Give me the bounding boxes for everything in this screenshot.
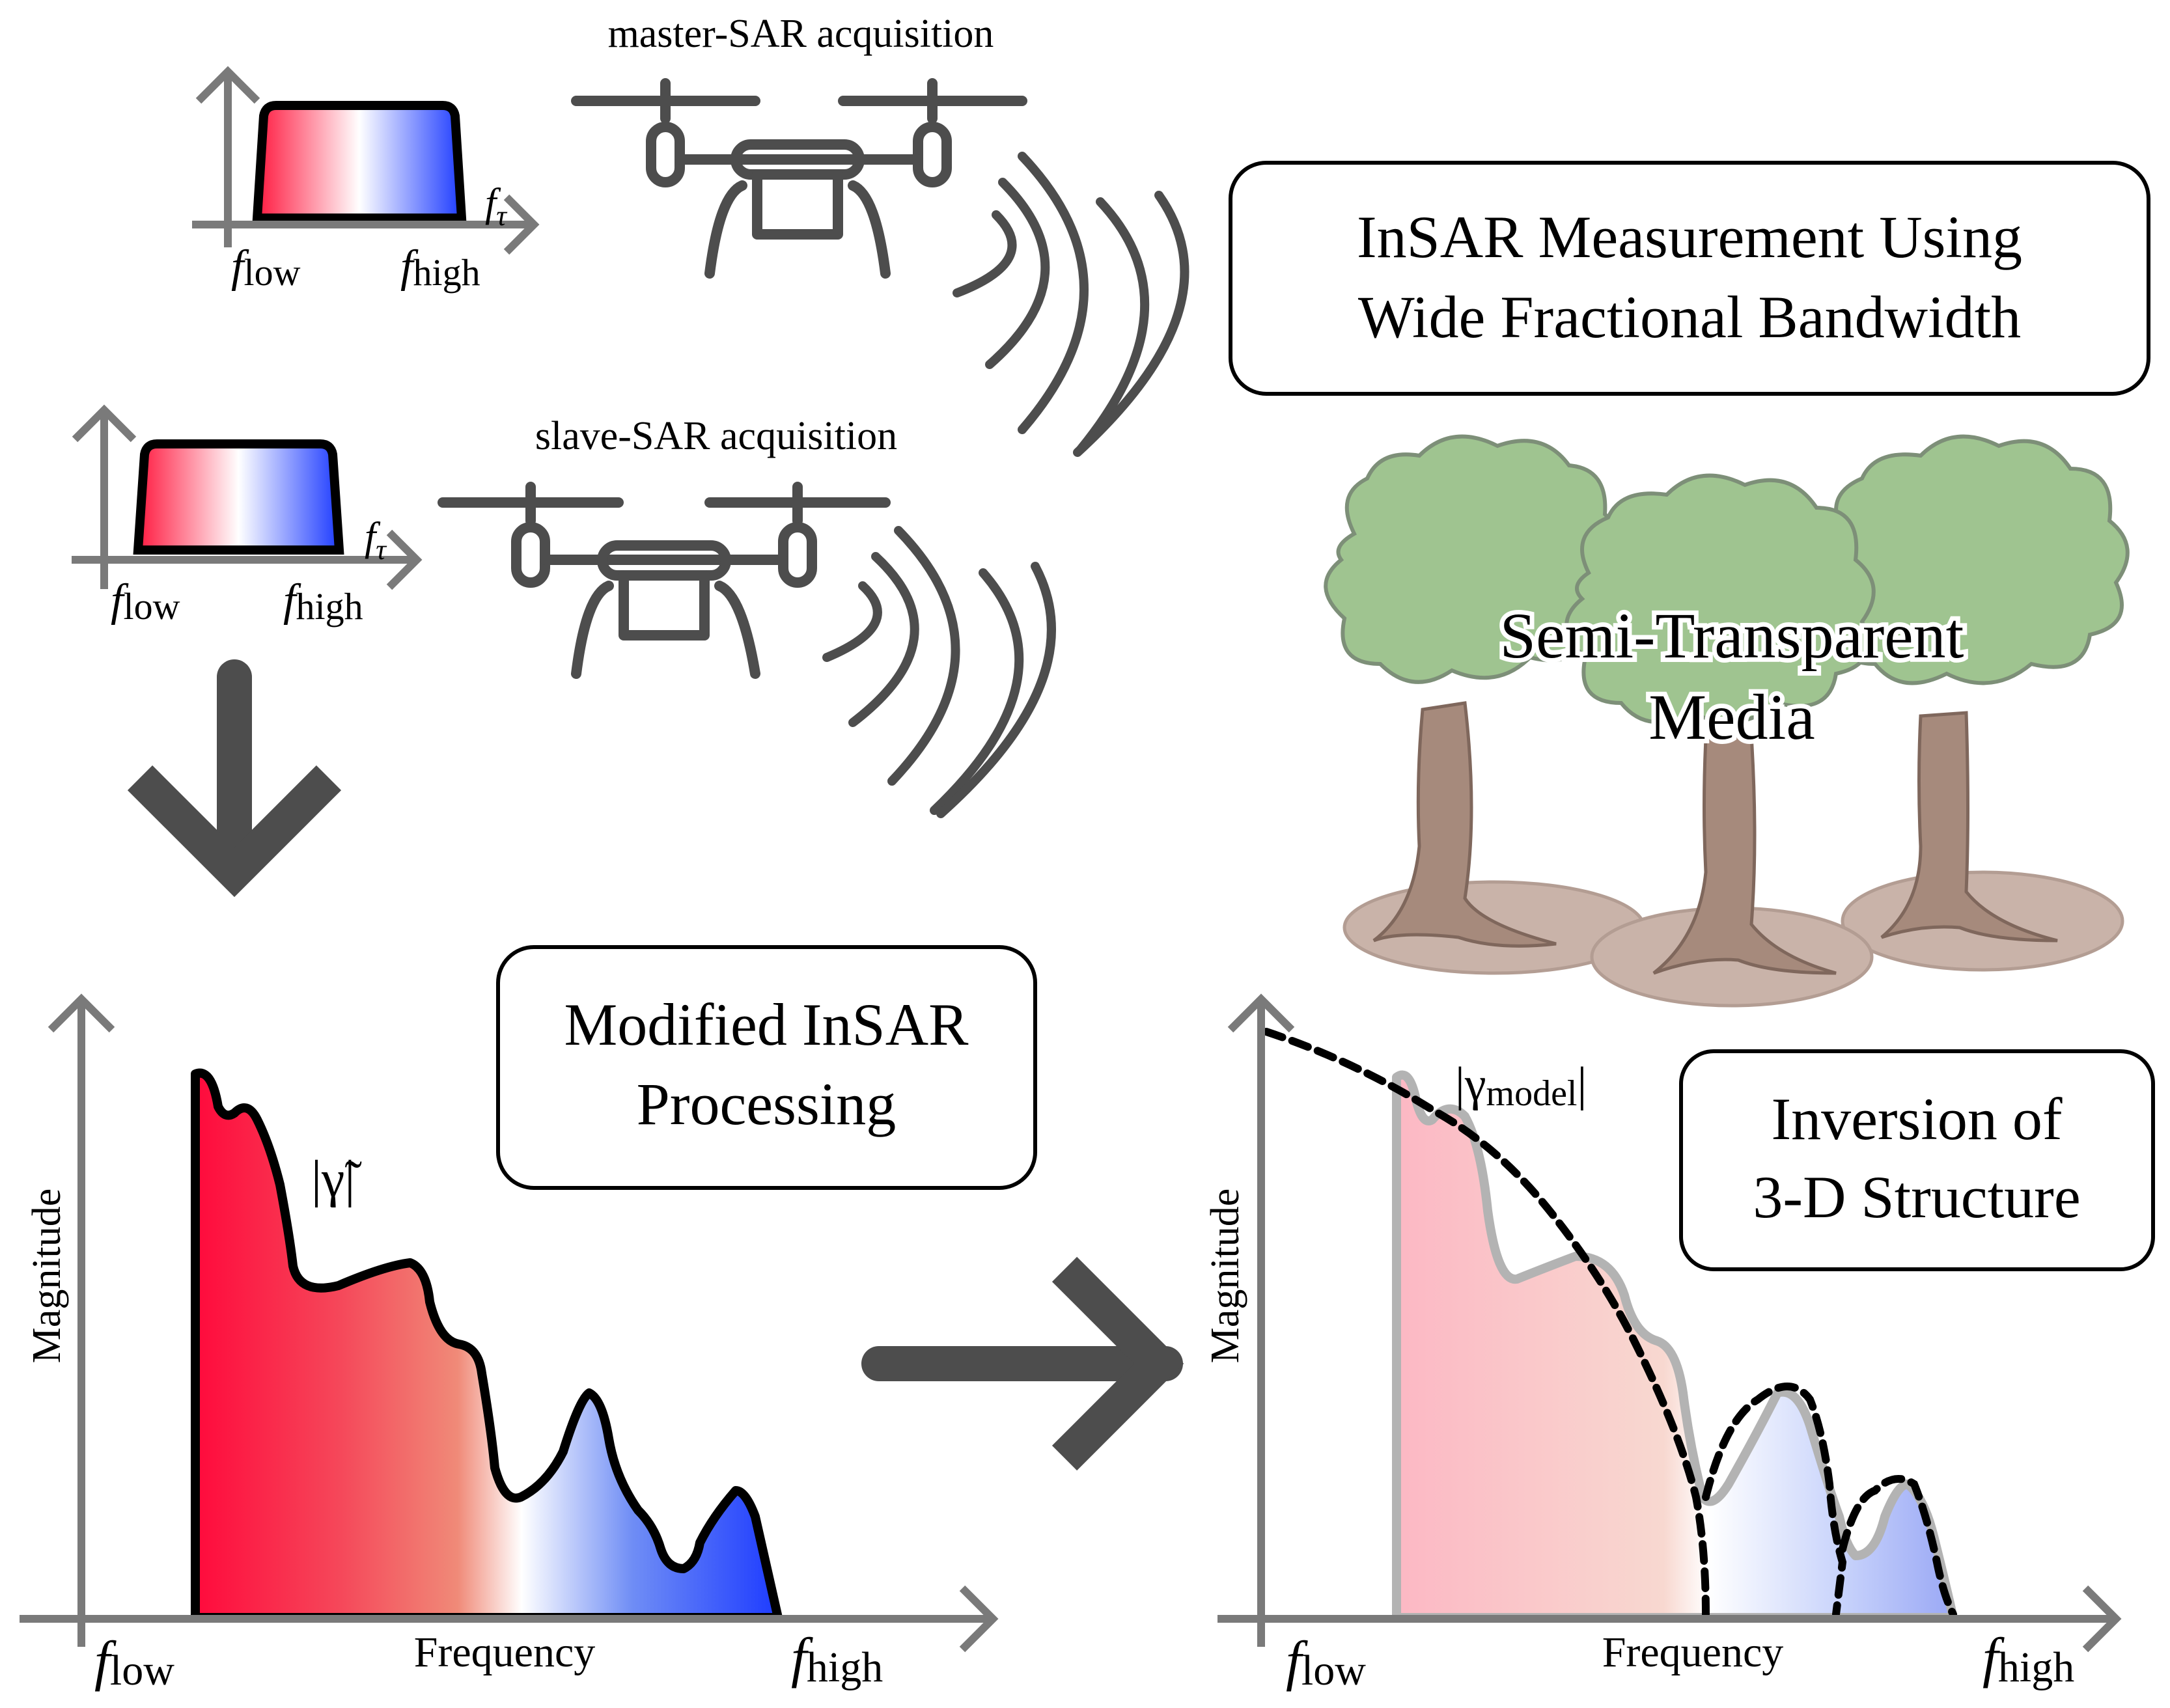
right-plot-y-arrow	[1227, 993, 1295, 1033]
svg-text:fτ: fτ	[485, 181, 508, 232]
master-spectrum-x-arrow	[503, 194, 540, 255]
measurement-box: InSAR Measurement Using Wide Fractional …	[1229, 161, 2150, 396]
right-plot-ylabel: Magnitude	[1203, 1189, 1247, 1364]
slave-acquisition-label: slave-SAR acquisition	[535, 414, 897, 458]
left-plot: Magnitude Frequency flow fhigh |γ̃|	[20, 993, 999, 1694]
tree-2	[1565, 473, 1876, 975]
trees-illustration: Semi-Transparent Media	[1324, 434, 2130, 1008]
tree-3	[1818, 434, 2130, 943]
right-plot-measured-curve	[1392, 1070, 1958, 1622]
svg-text:flow: flow	[94, 1629, 174, 1694]
processing-box-line1: Modified InSAR	[564, 991, 969, 1058]
left-plot-curve	[191, 1068, 783, 1622]
master-fhigh-sub: high	[413, 251, 480, 294]
inversion-box-line1: Inversion of	[1771, 1086, 2062, 1152]
right-plot-flow-sub: low	[1301, 1647, 1366, 1694]
inversion-box-line2: 3-D Structure	[1753, 1164, 2080, 1230]
left-plot-flow-sub: low	[110, 1647, 174, 1694]
right-plot-fhigh-sub: high	[1998, 1644, 2074, 1691]
master-spectrum-y-arrow	[195, 66, 260, 104]
master-spectrum-band	[252, 101, 467, 223]
left-plot-ylabel: Magnitude	[25, 1189, 69, 1364]
right-plot-curve-label-sub: model	[1486, 1073, 1578, 1114]
slave-flow-sub: low	[123, 585, 180, 627]
svg-text:flow: flow	[111, 575, 180, 627]
svg-text:flow: flow	[231, 241, 301, 294]
svg-text:fhigh: fhigh	[1982, 1626, 2074, 1691]
measurement-box-line1: InSAR Measurement Using	[1357, 204, 2022, 270]
right-plot-curve-label-main: |γ	[1455, 1058, 1486, 1111]
master-drone-icon	[571, 78, 1027, 279]
slave-ftau-sub: τ	[376, 534, 387, 566]
master-ftau-sub: τ	[496, 200, 508, 232]
svg-text:fhigh: fhigh	[400, 241, 480, 294]
tree-1	[1324, 434, 1624, 948]
slave-drone-icon	[438, 482, 891, 679]
left-plot-fhigh-sub: high	[807, 1644, 883, 1691]
master-waves-icon	[953, 152, 1189, 457]
down-arrow-icon	[127, 659, 342, 898]
media-label-line1: Semi-Transparent	[1500, 599, 1964, 672]
master-spectrum-icon: fτ flow fhigh	[192, 66, 540, 294]
slave-fhigh-sub: high	[296, 585, 363, 627]
processing-box: Modified InSAR Processing	[496, 945, 1037, 1190]
svg-text:flow: flow	[1286, 1629, 1366, 1694]
measurement-box-line2: Wide Fractional Bandwidth	[1358, 284, 2021, 350]
right-plot-curve-label-end: |	[1578, 1058, 1587, 1111]
right-plot-xlabel: Frequency	[1602, 1629, 1784, 1676]
right-plot-model-curve	[1262, 1028, 1957, 1618]
inversion-box: Inversion of 3-D Structure	[1679, 1049, 2155, 1271]
master-flow-sub: low	[243, 251, 300, 294]
svg-text:|γmodel|: |γmodel|	[1455, 1058, 1587, 1114]
svg-text:fhigh: fhigh	[283, 575, 363, 627]
slave-spectrum-icon: fτ flow fhigh	[72, 404, 423, 627]
left-plot-xlabel: Frequency	[414, 1629, 596, 1676]
slave-waves-icon	[822, 526, 1056, 818]
svg-text:fτ: fτ	[365, 515, 387, 566]
right-arrow-icon	[861, 1256, 1184, 1471]
left-plot-y-arrow	[48, 993, 115, 1033]
left-plot-x-arrow	[959, 1585, 999, 1653]
master-acquisition-label: master-SAR acquisition	[608, 12, 994, 56]
slave-spectrum-x-arrow	[386, 529, 423, 590]
slave-spectrum-band	[133, 439, 344, 555]
left-plot-curve-label: |γ̃|	[311, 1151, 362, 1208]
media-label-line2: Media	[1648, 681, 1815, 753]
slave-spectrum-y-arrow	[72, 404, 137, 443]
processing-box-line2: Processing	[637, 1071, 897, 1137]
svg-text:fhigh: fhigh	[791, 1626, 883, 1691]
right-plot-x-arrow	[2082, 1585, 2122, 1653]
